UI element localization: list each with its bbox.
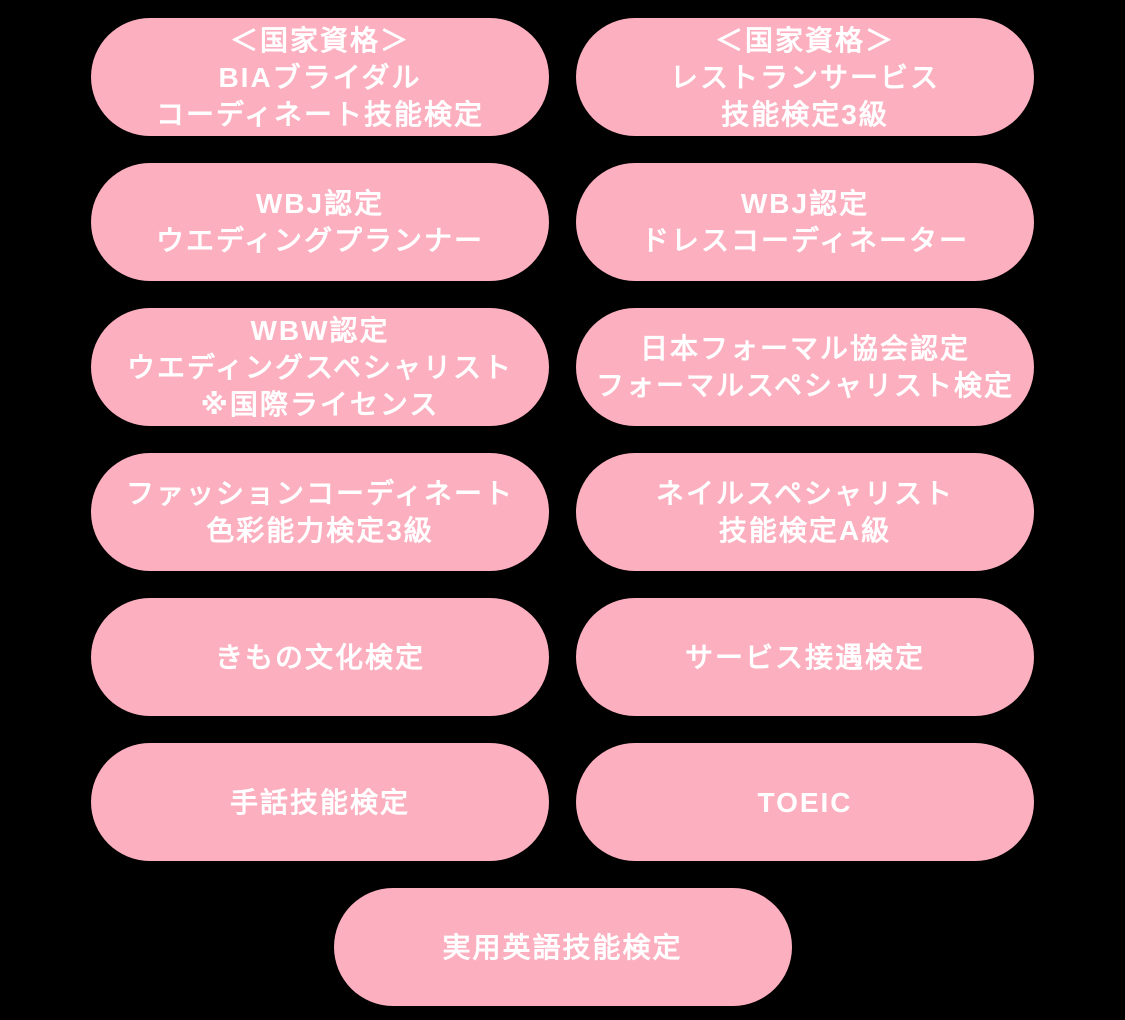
badge-row-6: 手話技能検定 TOEIC xyxy=(0,743,1125,861)
badge-fashion-coordinate-color: ファッションコーディネート 色彩能力検定3級 xyxy=(91,453,549,571)
badge-row-2: WBJ認定 ウエディングプランナー WBJ認定 ドレスコーディネーター xyxy=(0,163,1125,281)
badge-label: WBJ認定 ウエディングプランナー xyxy=(155,188,485,256)
badge-wbj-dress-coordinator: WBJ認定 ドレスコーディネーター xyxy=(576,163,1034,281)
badge-row-5: きもの文化検定 サービス接遇検定 xyxy=(0,598,1125,716)
badge-sign-language: 手話技能検定 xyxy=(91,743,549,861)
badge-label: ＜国家資格＞ レストランサービス 技能検定3級 xyxy=(669,24,940,130)
badge-row-4: ファッションコーディネート 色彩能力検定3級 ネイルスペシャリスト 技能検定A級 xyxy=(0,453,1125,571)
badge-toeic: TOEIC xyxy=(576,743,1034,861)
badge-service-reception: サービス接遇検定 xyxy=(576,598,1034,716)
badge-label: WBJ認定 ドレスコーディネーター xyxy=(640,188,970,256)
badge-formal-specialist: 日本フォーマル協会認定 フォーマルスペシャリスト検定 xyxy=(576,308,1034,426)
badge-nail-specialist: ネイルスペシャリスト 技能検定A級 xyxy=(576,453,1034,571)
badge-label: ネイルスペシャリスト 技能検定A級 xyxy=(655,478,955,546)
badge-label: ＜国家資格＞ BIAブライダル コーディネート技能検定 xyxy=(155,24,485,130)
badge-label: ファッションコーディネート 色彩能力検定3級 xyxy=(125,478,515,546)
badge-wbw-wedding-specialist: WBW認定 ウエディングスペシャリスト ※国際ライセンス xyxy=(91,308,549,426)
badge-row-3: WBW認定 ウエディングスペシャリスト ※国際ライセンス 日本フォーマル協会認定… xyxy=(0,308,1125,426)
badge-wbj-wedding-planner: WBJ認定 ウエディングプランナー xyxy=(91,163,549,281)
badge-row-1: ＜国家資格＞ BIAブライダル コーディネート技能検定 ＜国家資格＞ レストラン… xyxy=(0,18,1125,136)
badge-label: TOEIC xyxy=(757,786,853,818)
badge-label: 実用英語技能検定 xyxy=(442,931,683,963)
badge-label: WBW認定 ウエディングスペシャリスト ※国際ライセンス xyxy=(126,314,514,420)
badge-label: 手話技能検定 xyxy=(229,786,410,818)
badge-bia-bridal-coordinate: ＜国家資格＞ BIAブライダル コーディネート技能検定 xyxy=(91,18,549,136)
badge-label: サービス接遇検定 xyxy=(684,641,925,673)
badge-label: きもの文化検定 xyxy=(214,641,425,673)
badge-eiken-practical-english: 実用英語技能検定 xyxy=(333,888,792,1006)
badge-kimono-culture: きもの文化検定 xyxy=(91,598,549,716)
badge-restaurant-service: ＜国家資格＞ レストランサービス 技能検定3級 xyxy=(576,18,1034,136)
badge-row-7: 実用英語技能検定 xyxy=(0,888,1125,1006)
badge-label: 日本フォーマル協会認定 フォーマルスペシャリスト検定 xyxy=(595,333,1015,401)
